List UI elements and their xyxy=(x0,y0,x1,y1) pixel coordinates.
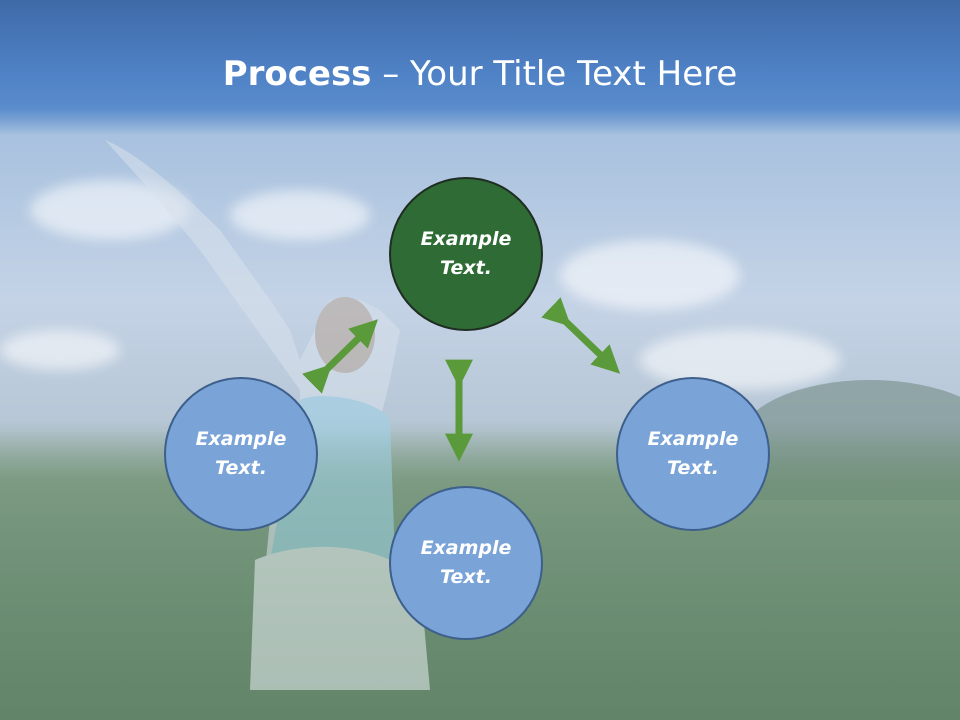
node-bottom: Example Text. xyxy=(389,486,543,640)
node-top: Example Text. xyxy=(389,177,543,331)
title-rest: – Your Title Text Here xyxy=(371,54,738,94)
node-left: Example Text. xyxy=(164,377,318,531)
node-right-label: Example Text. xyxy=(647,428,739,479)
node-bottom-label: Example Text. xyxy=(420,537,512,588)
cloud xyxy=(0,330,120,370)
node-left-label: Example Text. xyxy=(195,428,287,479)
node-right: Example Text. xyxy=(616,377,770,531)
title-bold: Process xyxy=(222,54,372,94)
arrow-top-left xyxy=(302,319,379,394)
header-band xyxy=(0,0,960,135)
node-top-label: Example Text. xyxy=(420,228,512,279)
arrow-top-right xyxy=(541,297,621,374)
cloud xyxy=(230,190,370,240)
page-title: Process – Your Title Text Here xyxy=(0,52,960,96)
